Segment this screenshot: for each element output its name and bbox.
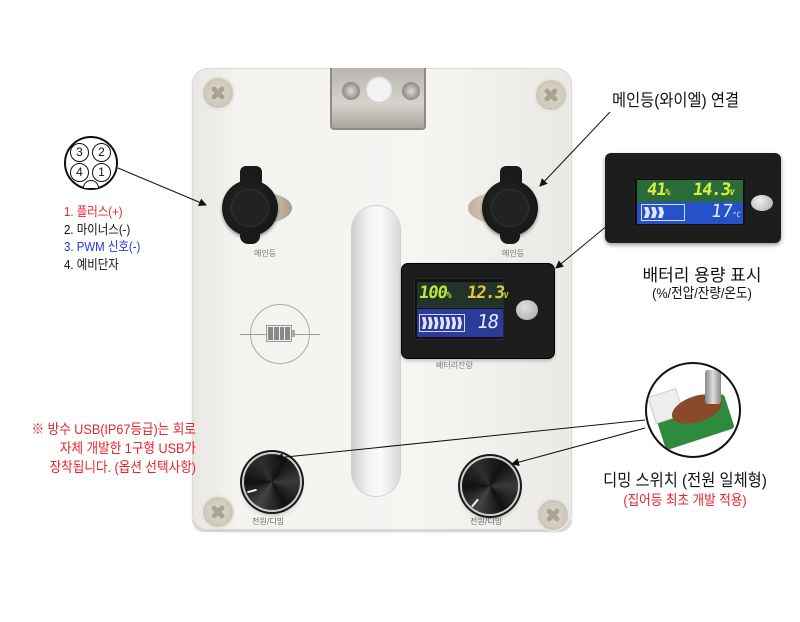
connector-pin-diagram: 3 2 4 1 bbox=[64, 136, 118, 190]
display-callout-sub: (%/전압/잔량/온도) bbox=[652, 285, 752, 301]
knob-left-label: 전원/디밍 bbox=[252, 517, 285, 526]
dimming-callout-title: 디밍 스위치 (전원 일체형) bbox=[603, 471, 767, 490]
screw-top-left-icon bbox=[203, 78, 233, 108]
pin-3: 3 bbox=[70, 143, 89, 162]
meter-temperature: 18 bbox=[475, 311, 500, 333]
carry-handle[interactable] bbox=[352, 206, 400, 496]
connector-left-label: 메인등 bbox=[254, 249, 277, 258]
screw-bottom-left-icon bbox=[203, 497, 233, 527]
screw-bottom-right-icon bbox=[538, 500, 568, 530]
bracket-screw-icon bbox=[402, 82, 420, 100]
meter-voltage: 12.3V bbox=[465, 283, 509, 303]
meter-percent: 100% bbox=[417, 283, 452, 303]
main-light-callout: 메인등(와이엘) 연결 bbox=[612, 91, 740, 110]
battery-bars-icon bbox=[419, 314, 465, 332]
pin-legend-item: 3. PWM 신호(-) bbox=[64, 239, 141, 254]
meter-label: 배터리잔량 bbox=[436, 361, 473, 370]
dimming-knob-right[interactable] bbox=[462, 458, 518, 514]
knob-right-label: 전원/디밍 bbox=[470, 517, 503, 526]
meter-lcd: 100% 12.3V 18 bbox=[414, 278, 508, 340]
dimming-switch-photo bbox=[645, 362, 741, 458]
battery-bars-icon bbox=[641, 204, 685, 221]
dimming-knob-left[interactable] bbox=[244, 454, 300, 510]
pin-1: 1 bbox=[92, 163, 111, 182]
screw-top-right-icon bbox=[536, 80, 566, 110]
pin-legend-item: 1. 플러스(+) bbox=[64, 204, 123, 219]
connector-right-label: 메인등 bbox=[502, 249, 525, 258]
meter-power-button[interactable] bbox=[516, 300, 538, 320]
pin-4: 4 bbox=[70, 163, 89, 182]
pin-2: 2 bbox=[92, 143, 111, 162]
bracket-screw-icon bbox=[342, 82, 360, 100]
bracket-hole bbox=[366, 76, 392, 102]
usb-note: ※ 방수 USB(IP67등급)는 회로 자체 개발한 1구형 USB가 장착됩… bbox=[31, 421, 197, 475]
display-button-icon bbox=[751, 195, 773, 211]
dimming-callout-sub: (집어등 최초 개발 적용) bbox=[623, 492, 747, 508]
pin-legend: 1. 플러스(+) 2. 마이너스(-) 3. PWM 신호(-) 4. 예비단… bbox=[64, 203, 140, 273]
pin-legend-item: 2. 마이너스(-) bbox=[64, 221, 131, 237]
battery-emblem-icon bbox=[240, 304, 320, 370]
battery-meter: 100% 12.3V 18 bbox=[402, 264, 554, 358]
battery-display-photo: 41% 14.3V 17°C bbox=[605, 153, 781, 243]
main-light-connector-right[interactable] bbox=[468, 166, 544, 244]
display-callout-title: 배터리 용량 표시 bbox=[642, 266, 762, 285]
main-light-connector-left[interactable] bbox=[222, 166, 292, 244]
pin-legend-item: 4. 예비단자 bbox=[64, 256, 119, 272]
